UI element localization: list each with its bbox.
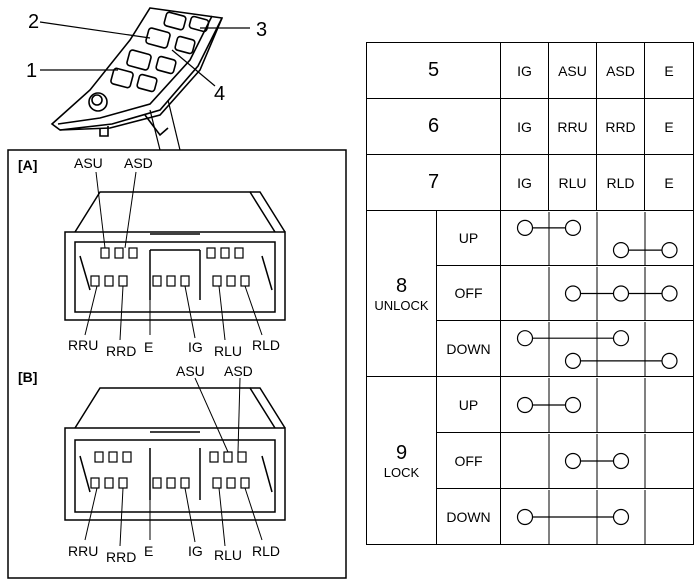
continuity-graphic xyxy=(516,489,646,544)
pin-label-e-b: E xyxy=(144,543,153,559)
lock-up-row: 9 LOCK UP xyxy=(366,376,694,545)
row-number-7: 7 xyxy=(366,154,501,211)
position-up: UP xyxy=(436,376,501,433)
terminal-circle xyxy=(612,452,630,469)
terminal-circle xyxy=(564,352,582,369)
col-label: E xyxy=(644,154,694,211)
group-number-8: 8 xyxy=(395,274,408,297)
terminal-circle xyxy=(564,284,582,302)
col-label: RRU xyxy=(548,98,597,155)
callout-1: 1 xyxy=(26,60,37,82)
power-window-switch-illustration xyxy=(50,7,224,137)
unlock-down-row: DOWN xyxy=(367,320,694,377)
continuity-cell xyxy=(500,432,694,489)
group-mode-unlock: UNLOCK xyxy=(374,297,429,313)
connector-view-a: [A] xyxy=(18,155,286,359)
terminal-circle xyxy=(516,329,534,346)
pin-label-rru-b: RRU xyxy=(68,543,98,559)
header-row-7: 7 IG RLU RLD E xyxy=(366,154,694,211)
col-label: ASD xyxy=(596,42,645,99)
terminal-circle xyxy=(564,396,582,413)
col-label: IG xyxy=(500,154,549,211)
lock-off-row: OFF xyxy=(367,432,694,489)
group-8-label: 8 UNLOCK xyxy=(366,210,437,377)
pin-label-asd-a: ASD xyxy=(124,155,153,171)
view-a-label: [A] xyxy=(18,157,37,173)
position-off: OFF xyxy=(436,432,501,489)
pin-label-rru-a: RRU xyxy=(68,337,98,353)
switch-connector-diagram: 1 2 3 4 [A] xyxy=(7,7,347,579)
continuity-graphic xyxy=(516,321,678,376)
row-number-6: 6 xyxy=(366,98,501,155)
terminal-circle xyxy=(564,219,582,236)
terminal-circle xyxy=(564,452,582,469)
col-label: RLU xyxy=(548,154,597,211)
continuity-cell xyxy=(500,210,694,266)
connector-frame xyxy=(7,149,347,579)
header-row-5: 5 IG ASU ASD E xyxy=(366,42,694,99)
lock-down-row: DOWN xyxy=(367,488,694,545)
connector-a-pins xyxy=(90,247,250,287)
continuity-graphic xyxy=(548,266,678,320)
col-label: RRD xyxy=(596,98,645,155)
row-number-5: 5 xyxy=(366,42,501,99)
continuity-table: 5 IG ASU ASD E 6 IG RRU RRD E 7 IG RLU R… xyxy=(366,42,694,545)
continuity-graphic xyxy=(516,377,646,432)
connector-view-b: [B] xyxy=(18,363,286,565)
pin-label-rrd-b: RRD xyxy=(106,549,136,565)
pin-label-asd-b: ASD xyxy=(224,363,253,379)
position-up: UP xyxy=(436,210,501,266)
pin-label-rlu-a: RLU xyxy=(214,343,242,359)
terminal-circle xyxy=(661,241,678,258)
pin-label-rld-b: RLD xyxy=(252,543,280,559)
pin-label-rrd-a: RRD xyxy=(106,343,136,359)
continuity-graphic xyxy=(516,211,678,265)
terminal-circle xyxy=(661,284,678,302)
group-mode-lock: LOCK xyxy=(383,464,420,480)
col-label: RLD xyxy=(596,154,645,211)
continuity-graphic xyxy=(548,433,646,488)
pin-label-asu-b: ASU xyxy=(176,363,205,379)
col-label: E xyxy=(644,98,694,155)
col-label: IG xyxy=(500,98,549,155)
pin-label-asu-a: ASU xyxy=(74,155,103,171)
terminal-circle xyxy=(516,396,534,413)
pin-label-e-a: E xyxy=(144,339,153,355)
continuity-cell xyxy=(500,488,694,545)
group-number-9: 9 xyxy=(395,441,408,464)
terminal-circle xyxy=(516,219,534,236)
view-b-label: [B] xyxy=(18,369,37,385)
unlock-off-row: OFF xyxy=(367,265,694,321)
terminal-circle xyxy=(516,508,534,525)
col-label: IG xyxy=(500,42,549,99)
terminal-circle xyxy=(612,241,630,258)
terminal-circle xyxy=(612,508,630,525)
callout-2: 2 xyxy=(28,11,39,33)
position-down: DOWN xyxy=(436,320,501,377)
callout-3: 3 xyxy=(256,19,267,41)
callout-leaders xyxy=(39,21,250,151)
header-row-6: 6 IG RRU RRD E xyxy=(366,98,694,155)
col-label: ASU xyxy=(548,42,597,99)
continuity-cell xyxy=(500,265,694,321)
pin-label-rlu-b: RLU xyxy=(214,547,242,563)
connector-b-pins xyxy=(90,451,250,489)
position-off: OFF xyxy=(436,265,501,321)
col-label: E xyxy=(644,42,694,99)
terminal-circle xyxy=(661,352,678,369)
continuity-cell xyxy=(500,376,694,433)
pin-label-ig-a: IG xyxy=(188,339,203,355)
pin-label-rld-a: RLD xyxy=(252,337,280,353)
terminal-circle xyxy=(612,284,630,302)
unlock-up-row: 8 UNLOCK UP xyxy=(366,210,694,377)
terminal-circle xyxy=(612,329,630,346)
group-9-label: 9 LOCK xyxy=(366,376,437,545)
callout-4: 4 xyxy=(214,83,225,105)
continuity-cell xyxy=(500,320,694,377)
position-down: DOWN xyxy=(436,488,501,545)
pin-label-ig-b: IG xyxy=(188,543,203,559)
